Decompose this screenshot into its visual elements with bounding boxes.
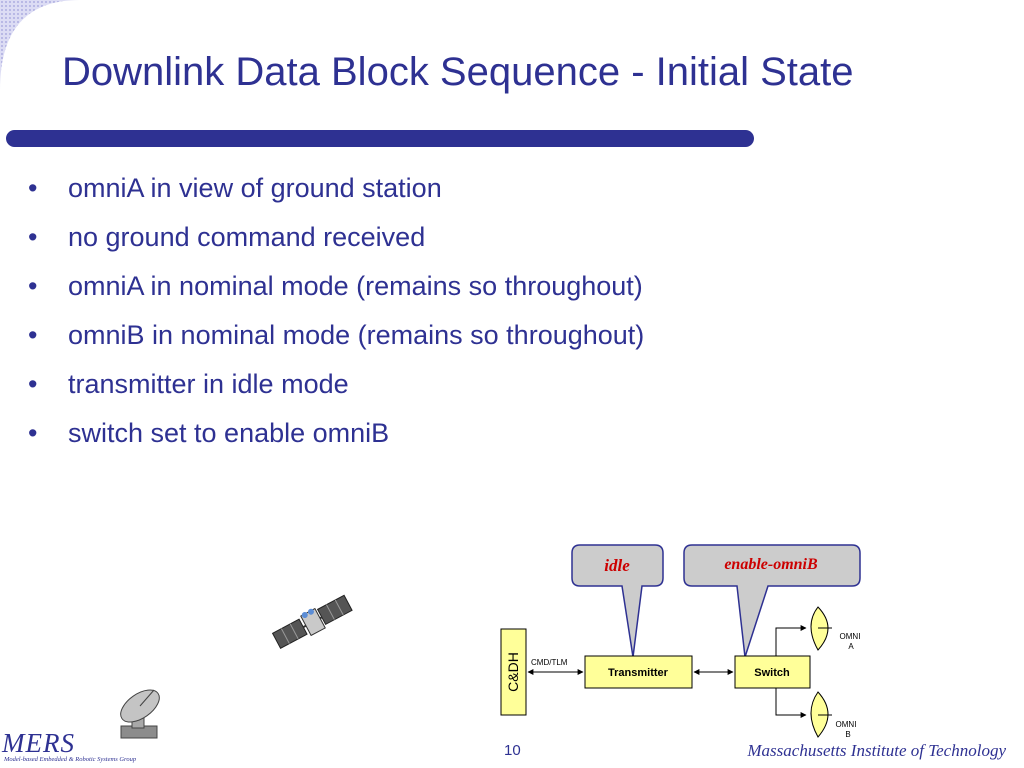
- bullet-text: omniA in nominal mode (remains so throug…: [68, 271, 643, 301]
- bullet-text: no ground command received: [68, 222, 426, 252]
- bullet-text: transmitter in idle mode: [68, 369, 349, 399]
- page-number: 10: [504, 742, 521, 759]
- cdh-block: C&DH: [500, 628, 527, 716]
- bullet-item: • switch set to enable omniB: [28, 415, 644, 464]
- omni-a-antenna-icon: [810, 606, 832, 651]
- switch-label: Switch: [754, 667, 790, 679]
- cmd-tlm-label: CMD/TLM: [531, 658, 568, 667]
- ground-station-antenna-icon: [120, 689, 160, 739]
- callout-enable-omnib-text: enable-omniB: [724, 556, 818, 573]
- transmitter-label: Transmitter: [608, 667, 669, 679]
- mers-logo-subtitle: Model-based Embedded & Robotic Systems G…: [4, 756, 137, 763]
- bullet-item: • omniA in nominal mode (remains so throu…: [28, 268, 644, 317]
- switch-omni-b-connector: [775, 688, 807, 718]
- transmitter-block: Transmitter: [584, 655, 693, 689]
- switch-omni-a-connector: [775, 625, 807, 656]
- slide-title: Downlink Data Block Sequence - Initial S…: [62, 50, 854, 94]
- omni-a-label-line1: OMNI: [840, 632, 861, 641]
- omni-b-label-line2: B: [845, 730, 850, 739]
- satellite-icon: [271, 594, 353, 649]
- bullet-item: • transmitter in idle mode: [28, 366, 644, 415]
- callout-idle: idle: [571, 544, 664, 658]
- bullet-item: • omniA in view of ground station: [28, 170, 644, 219]
- mers-logo: MERS: [2, 728, 75, 758]
- bullet-marker: •: [28, 320, 38, 350]
- bullet-list: • omniA in view of ground station • no gro…: [28, 170, 644, 464]
- callout-enable-omnib: enable-omniB: [683, 544, 861, 658]
- switch-block: Switch: [734, 655, 811, 689]
- bullet-item: • omniB in nominal mode (remains so throu…: [28, 317, 644, 366]
- cdh-label: C&DH: [505, 652, 521, 692]
- bullet-marker: •: [28, 369, 38, 399]
- bullet-text: switch set to enable omniB: [68, 418, 390, 448]
- bullet-marker: •: [28, 271, 38, 301]
- institution-name: Massachusetts Institute of Technology: [747, 741, 1006, 760]
- omni-a-label-line2: A: [848, 642, 854, 651]
- title-underline-bar: [6, 130, 754, 147]
- bullet-text: omniA in view of ground station: [68, 173, 442, 203]
- bullet-text: omniB in nominal mode (remains so throug…: [68, 320, 645, 350]
- bullet-item: • no ground command received: [28, 219, 644, 268]
- callout-idle-text: idle: [604, 556, 630, 575]
- omni-b-label-line1: OMNI: [836, 720, 857, 729]
- bullet-marker: •: [28, 173, 38, 203]
- bullet-marker: •: [28, 418, 38, 448]
- bullet-marker: •: [28, 222, 38, 252]
- omni-b-antenna-icon: [810, 691, 832, 738]
